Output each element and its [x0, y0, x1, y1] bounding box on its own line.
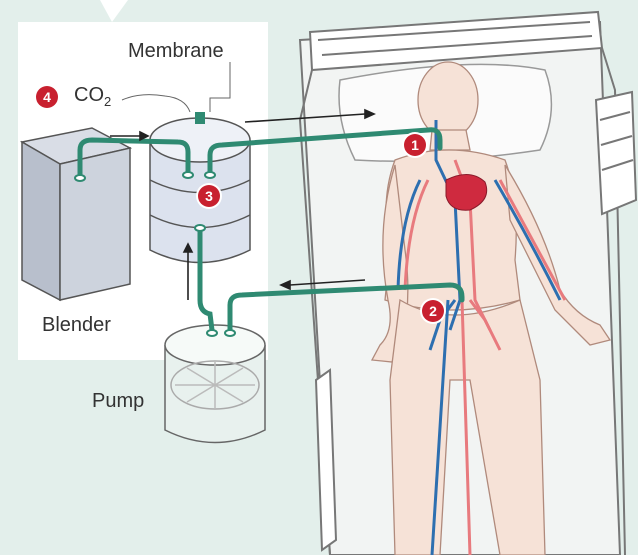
membrane-label: Membrane: [128, 40, 224, 63]
badge-3: 3: [198, 185, 220, 207]
badge-2: 2: [422, 300, 444, 322]
pump-unit: [165, 325, 265, 443]
co2-main-text: CO: [74, 84, 104, 106]
pump-label: Pump: [92, 390, 144, 413]
panel-pointer: [100, 0, 128, 22]
blender-label: Blender: [42, 314, 111, 337]
co2-label: CO2: [74, 84, 111, 109]
blender-unit: [22, 128, 130, 300]
co2-subscript: 2: [104, 94, 111, 109]
badge-4: 4: [36, 86, 58, 108]
badge-1: 1: [404, 134, 426, 156]
